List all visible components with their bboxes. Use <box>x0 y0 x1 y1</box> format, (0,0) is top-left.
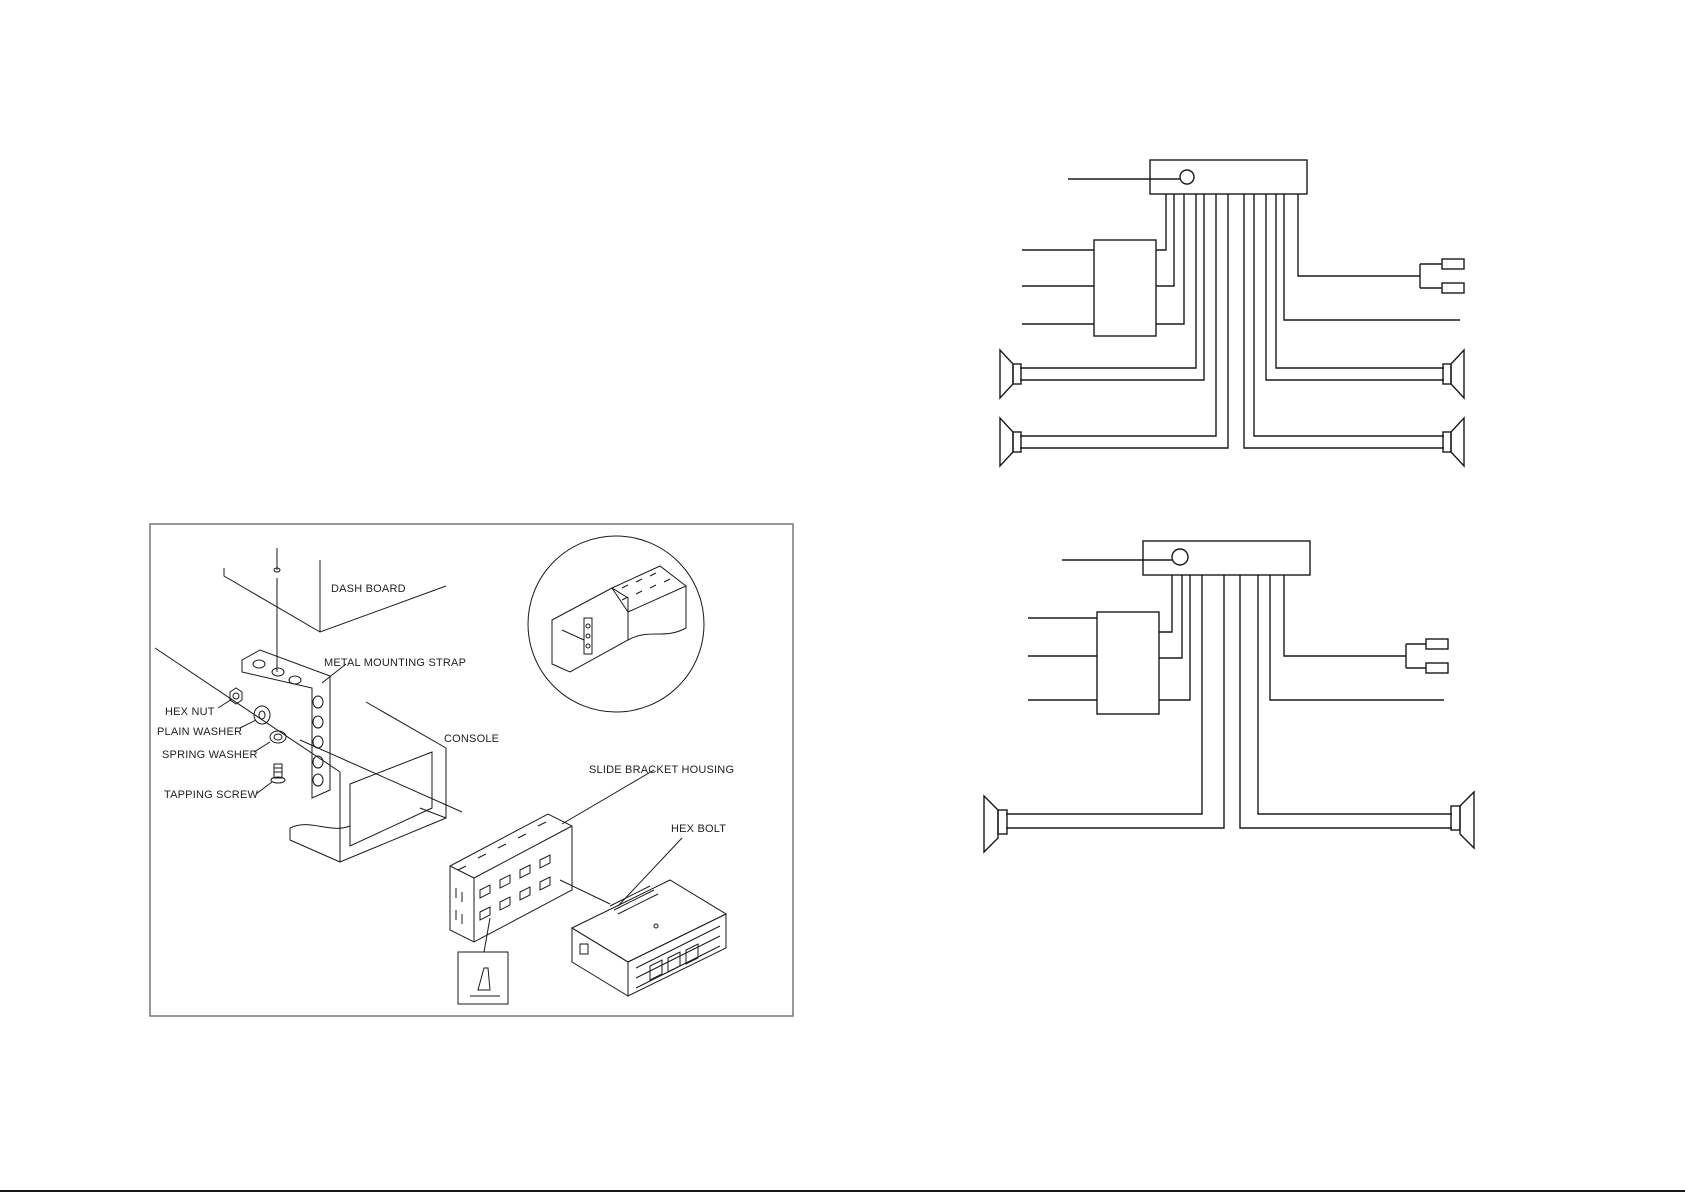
speaker-icon <box>1443 418 1464 466</box>
fuse-symbol <box>1172 549 1188 565</box>
slide-bracket-housing <box>450 770 654 942</box>
label-hex-bolt: HEX BOLT <box>671 823 726 835</box>
fuse-symbol <box>1180 170 1194 184</box>
label-dash-board: DASH BOARD <box>331 583 406 595</box>
dash-board <box>224 548 446 672</box>
head-unit-connector <box>1143 541 1310 575</box>
speaker-icon <box>1451 792 1474 848</box>
metal-mounting-strap <box>242 650 346 798</box>
label-slide-bracket-housing: SLIDE BRACKET HOUSING <box>589 764 734 776</box>
label-plain-washer: PLAIN WASHER <box>157 726 242 738</box>
label-console: CONSOLE <box>444 733 499 745</box>
speaker-icon <box>1443 350 1464 398</box>
head-unit-connector <box>1150 160 1307 194</box>
power-block <box>1097 612 1159 714</box>
detail-inset <box>528 536 704 712</box>
antenna-plugs <box>1406 639 1448 673</box>
power-block <box>1094 240 1156 336</box>
speaker-icon <box>984 796 1007 852</box>
wiring-diagram-2-speaker <box>984 541 1474 852</box>
wiring-diagram-4-speaker <box>1000 160 1464 466</box>
speaker-icon <box>1000 418 1021 466</box>
antenna-plugs <box>1420 259 1464 293</box>
label-hex-nut: HEX NUT <box>165 706 215 718</box>
label-tapping-screw: TAPPING SCREW <box>164 789 258 801</box>
speaker-icon <box>1000 350 1021 398</box>
label-spring-washer: SPRING WASHER <box>162 749 258 761</box>
label-metal-mounting-strap: METAL MOUNTING STRAP <box>324 657 466 669</box>
radio-unit <box>572 838 726 996</box>
hex-bolt-detail <box>458 918 508 1004</box>
installation-diagram: DASH BOARD METAL MOUNTING STRAP HEX NUT … <box>150 524 793 1016</box>
